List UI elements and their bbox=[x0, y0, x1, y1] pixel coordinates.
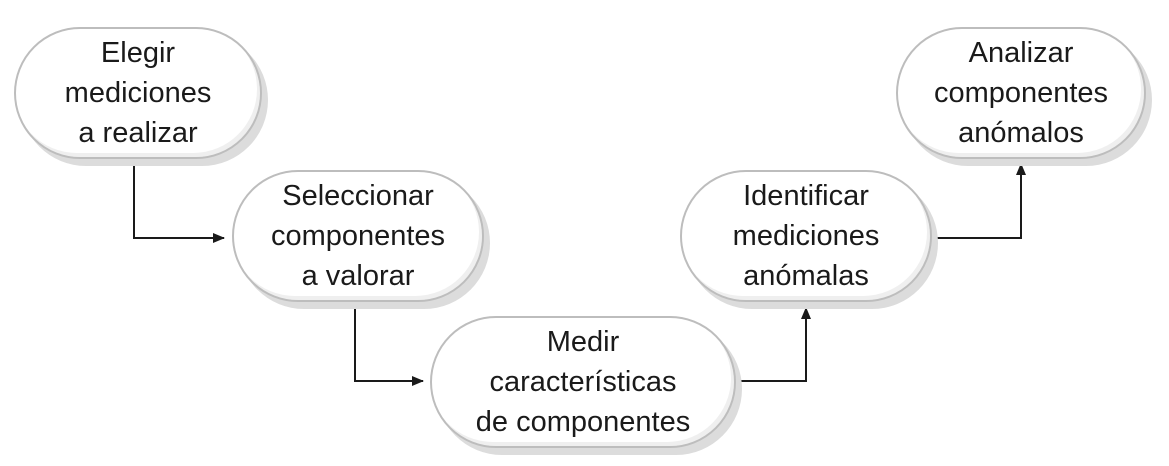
connector-arrow bbox=[933, 163, 1026, 239]
step-node-identify-anomalous-measurements: Identificar mediciones anómalas bbox=[680, 170, 932, 302]
step-label: Medir características de componentes bbox=[475, 326, 691, 438]
step-node-analyze-anomalous-components: Analizar componentes anómalos bbox=[896, 27, 1146, 159]
connector-arrow bbox=[737, 307, 811, 382]
step-label: Seleccionar componentes a valorar bbox=[270, 180, 446, 292]
step-node-choose-measurements: Elegir mediciones a realizar bbox=[14, 27, 262, 159]
connector-arrow bbox=[354, 303, 424, 386]
step-node-measure-characteristics: Medir características de componentes bbox=[430, 316, 736, 448]
step-label: Elegir mediciones a realizar bbox=[64, 37, 212, 149]
connector-arrow bbox=[133, 160, 225, 243]
step-label: Identificar mediciones anómalas bbox=[732, 180, 880, 292]
step-label: Analizar componentes anómalos bbox=[933, 37, 1109, 149]
step-node-select-components: Seleccionar componentes a valorar bbox=[232, 170, 484, 302]
